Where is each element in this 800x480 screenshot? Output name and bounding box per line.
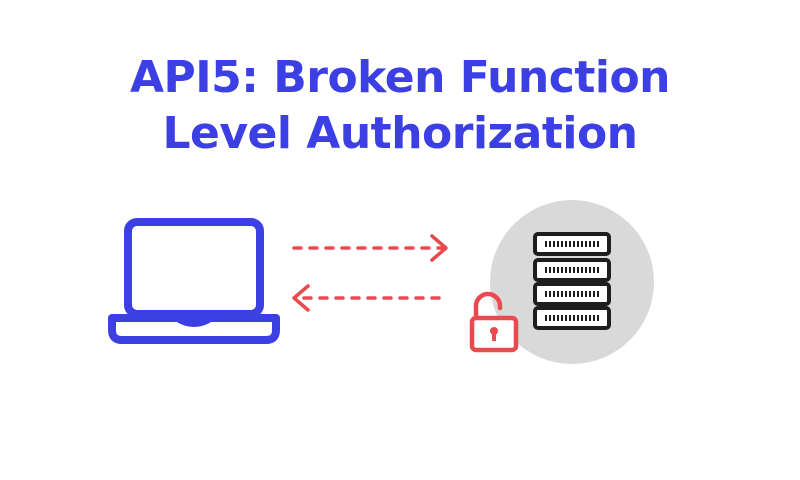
page-title: API5: Broken Function Level Authorizatio… [0, 50, 800, 162]
title-line-1: API5: Broken Function [130, 52, 671, 103]
unlocked-padlock-icon [469, 291, 519, 353]
response-arrow [292, 284, 450, 312]
server-unit [533, 258, 611, 282]
request-arrow [292, 234, 448, 262]
title-line-2: Level Authorization [162, 108, 638, 159]
server-unit [533, 232, 611, 256]
laptop-icon [108, 218, 280, 344]
server-rack-icon [533, 232, 611, 330]
server-unit [533, 282, 611, 306]
server-unit [533, 306, 611, 330]
